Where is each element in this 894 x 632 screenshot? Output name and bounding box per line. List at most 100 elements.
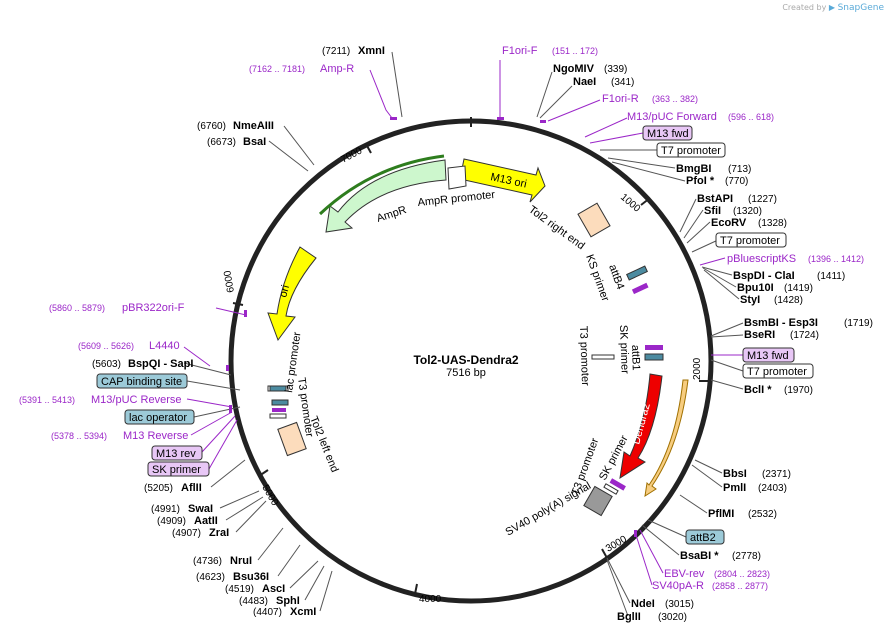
feature-cap-site bbox=[269, 385, 287, 392]
feature-sv40-polya bbox=[583, 485, 613, 517]
feature-attb4 bbox=[626, 265, 648, 281]
leader-xmni bbox=[391, 51, 403, 118]
primer-ebv-rev-coord: (2804 .. 2823) bbox=[714, 569, 770, 579]
site-ndei-coord: (3015) bbox=[665, 599, 694, 610]
box-cap-text: CAP binding site bbox=[101, 376, 182, 388]
feature-sk-primer-1 bbox=[645, 345, 663, 350]
site-bcli-name: BclI * bbox=[744, 384, 772, 396]
leader-bsmbi bbox=[710, 322, 744, 337]
credit-brand: SnapGene bbox=[837, 3, 884, 13]
box-sk-primer bbox=[147, 461, 210, 477]
leader-bbsi bbox=[694, 459, 723, 474]
primer-tick-f1ori-f bbox=[497, 117, 504, 120]
leader-amp-r bbox=[369, 69, 393, 119]
site-pmli-coord: (2403) bbox=[758, 483, 787, 494]
box-t7-3-text: T7 promoter bbox=[747, 366, 807, 378]
primer-amp-r-name: Amp-R bbox=[320, 63, 354, 75]
site-bsmbi-coord: (1719) bbox=[844, 318, 873, 329]
site-nmeaiii-name: NmeAIII bbox=[233, 120, 274, 132]
box-t7-3 bbox=[742, 363, 814, 379]
tick-1000 bbox=[640, 197, 651, 206]
credit-prefix: Created by bbox=[782, 3, 827, 12]
primer-ebv-rev-name: EBV-rev bbox=[664, 568, 705, 580]
site-zrai-name: ZraI bbox=[209, 527, 229, 539]
feature-utr-arrow bbox=[644, 379, 689, 498]
site-zrai-coord: (4907) bbox=[172, 528, 201, 539]
leader-bmgbi bbox=[607, 157, 676, 169]
box-lac-operator-text: lac operator bbox=[129, 412, 187, 424]
label-ampr: AmpR bbox=[375, 204, 408, 225]
tick-5000 bbox=[258, 469, 269, 477]
leader-attb2 bbox=[647, 519, 687, 538]
label-attb4: attB4 bbox=[606, 263, 626, 291]
box-t7-1-text: T7 promoter bbox=[661, 145, 721, 157]
leader-bspdi bbox=[701, 266, 733, 276]
leader-bglii bbox=[606, 559, 629, 617]
primer-sv40pa-r-coord: (2858 .. 2877) bbox=[712, 581, 768, 591]
leader-f1ori-r bbox=[547, 99, 601, 122]
site-bsabi-name: BsaBI * bbox=[680, 550, 719, 562]
site-naei-name: NaeI bbox=[573, 76, 596, 88]
site-pflmi-coord: (2532) bbox=[748, 509, 777, 520]
primer-l4440-coord: (5609 .. 5626) bbox=[78, 341, 134, 351]
site-bpu10i-name: Bpu10I bbox=[737, 282, 774, 294]
feature-t3-promoter-3 bbox=[269, 413, 287, 419]
leader-bstapi bbox=[679, 198, 697, 233]
primer-l4440-name: L4440 bbox=[149, 340, 180, 352]
primer-f1ori-r-coord: (363 .. 382) bbox=[652, 94, 698, 104]
site-bspdi-name: BspDI - ClaI bbox=[733, 270, 795, 282]
site-bsmbi-name: BsmBI - Esp3I bbox=[744, 317, 818, 329]
feature-m13-rev bbox=[272, 408, 286, 412]
site-xmni-name: XmnI bbox=[358, 45, 385, 57]
site-bcli-coord: (1970) bbox=[784, 385, 813, 396]
boxed-labels: M13 fwd T7 promoter T7 promoter M13 fwd … bbox=[96, 125, 814, 545]
primer-m13-reverse-name: M13 Reverse bbox=[123, 430, 188, 442]
site-ecorv-name: EcoRV bbox=[711, 217, 747, 229]
site-bsu36i-name: Bsu36I bbox=[233, 571, 269, 583]
tick-label-4000: 4000 bbox=[419, 594, 442, 605]
primer-m13puc-fwd-coord: (596 .. 618) bbox=[728, 112, 774, 122]
site-pfoi-name: PfoI * bbox=[686, 175, 715, 187]
site-swai-name: SwaI bbox=[188, 503, 213, 515]
primer-pbluescriptks-name: pBluescriptKS bbox=[727, 253, 796, 265]
box-t7-1 bbox=[656, 142, 726, 158]
site-sphi-coord: (4483) bbox=[239, 596, 268, 607]
site-pfoi-coord: (770) bbox=[725, 176, 748, 187]
site-pmli-name: PmlI bbox=[723, 482, 746, 494]
leader-m13-reverse bbox=[190, 411, 233, 436]
tick-4000 bbox=[414, 583, 418, 595]
site-naei-coord: (341) bbox=[611, 77, 634, 88]
site-ndei-name: NdeI bbox=[631, 598, 655, 610]
leader-lines bbox=[183, 51, 744, 617]
leader-bspqi bbox=[183, 362, 232, 376]
site-ecorv-coord: (1328) bbox=[758, 218, 787, 229]
site-xcmi-coord: (4407) bbox=[253, 607, 282, 618]
leader-m13fwd-box bbox=[589, 132, 644, 144]
leader-ecorv bbox=[686, 221, 711, 244]
leader-aatii bbox=[225, 496, 264, 521]
site-styi-coord: (1428) bbox=[774, 295, 803, 306]
tick-label-1000: 1000 bbox=[618, 192, 642, 215]
site-styi-name: StyI bbox=[740, 294, 760, 306]
feature-tol2-left-end bbox=[277, 421, 307, 457]
site-xcmi-name: XcmI bbox=[290, 606, 316, 618]
leader-pbr322ori-f bbox=[215, 307, 247, 316]
feature-attb1 bbox=[644, 353, 664, 361]
feature-lac-operator bbox=[271, 399, 289, 406]
site-swai-coord: (4991) bbox=[151, 504, 180, 515]
site-bmgbi-coord: (713) bbox=[728, 164, 751, 175]
leader-pbluescriptks bbox=[699, 257, 726, 266]
leader-ngomiv bbox=[536, 71, 553, 118]
primer-m13puc-fwd-name: M13/pUC Forward bbox=[627, 111, 717, 123]
leader-m13puc-rev bbox=[186, 398, 233, 408]
feature-sk-primer-2 bbox=[609, 478, 626, 491]
primer-tick-pbr322 bbox=[244, 310, 247, 317]
box-m13-rev bbox=[151, 445, 203, 461]
box-sk-primer-text: SK primer bbox=[152, 464, 201, 476]
feature-arrows bbox=[267, 154, 689, 517]
primer-f1ori-f-coord: (151 .. 172) bbox=[552, 46, 598, 56]
site-aatii-coord: (4909) bbox=[157, 516, 186, 527]
label-ori: ori bbox=[277, 284, 292, 299]
leader-nrui bbox=[257, 527, 284, 561]
